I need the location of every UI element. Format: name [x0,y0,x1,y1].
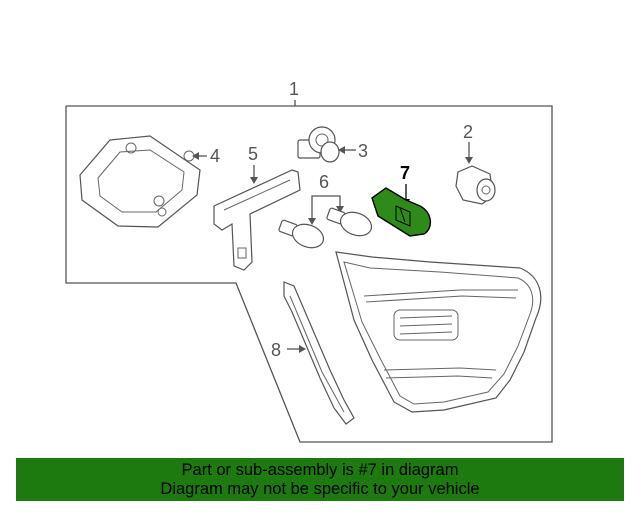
callout-7[interactable]: 7 [400,163,410,183]
parts-diagram: 1 4 3 2 5 6 [65,79,553,443]
tail-lamp-housing[interactable] [335,251,542,413]
callout-8-arrowhead [299,345,306,353]
callout-4[interactable]: 4 [210,146,220,166]
assembly-frame [65,105,553,443]
banner-line-2: Diagram may not be specific to your vehi… [160,480,480,498]
callout-8[interactable]: 8 [271,340,281,360]
banner-line-1: Part or sub-assembly is #7 in diagram [181,461,459,479]
part-8-seal-strip[interactable] [283,281,355,425]
callout-6-arrowhead-right [336,206,344,213]
callout-3-arrowhead [338,146,345,154]
callout-2-arrowhead [465,157,473,164]
part-3-socket[interactable] [297,126,340,163]
part-6-bulb-left[interactable] [278,219,326,252]
callout-3[interactable]: 3 [358,141,368,161]
callout-6[interactable]: 6 [319,172,329,192]
part-5-bracket[interactable] [213,169,301,271]
part-2-socket[interactable] [455,165,496,205]
info-banner: Part or sub-assembly is #7 in diagram Di… [16,458,624,501]
callout-4-arrowhead [192,152,199,160]
part-4-gasket[interactable] [79,135,201,228]
callout-6-leader [311,195,341,222]
part-6-bulb-right[interactable] [326,207,374,240]
part-7-bulb[interactable] [371,187,431,237]
callout-6-arrowhead-left [308,218,316,225]
callout-1[interactable]: 1 [289,79,299,99]
callout-2[interactable]: 2 [463,122,473,142]
callout-5-arrowhead [250,177,258,184]
callout-5[interactable]: 5 [248,144,258,164]
